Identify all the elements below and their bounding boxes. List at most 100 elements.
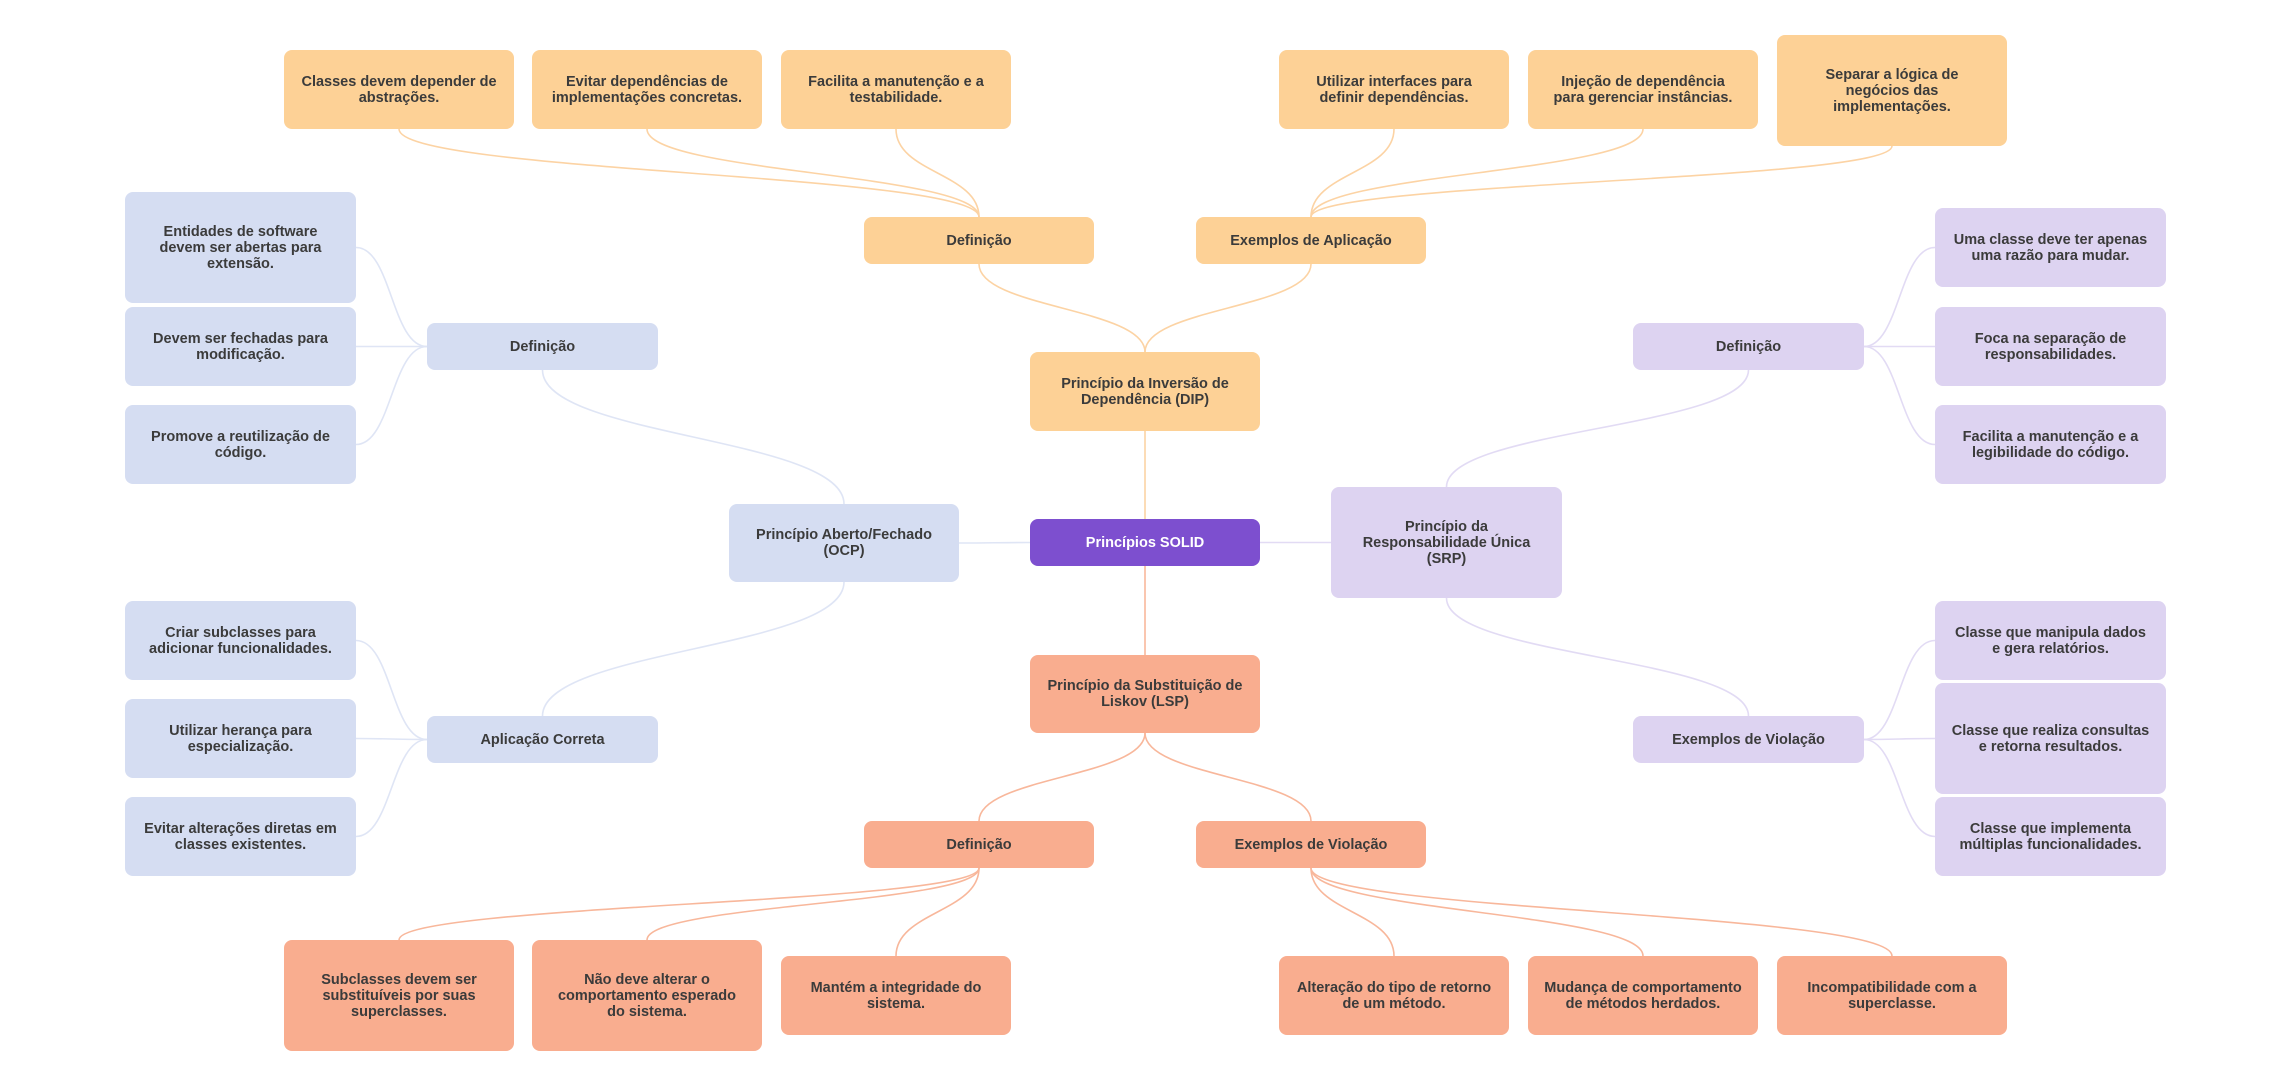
leaf-text: Classe que manipula dados e gera relatór… [1955,624,2146,657]
connector-dip-ex-to-dip-ex-0 [1310,128,1395,218]
leaf-text: Evitar alterações diretas em classes exi… [144,820,337,853]
root-node[interactable]: Princípios SOLID [1030,519,1260,566]
srp-exemplos-item[interactable]: Classe que implementa múltiplas funciona… [1935,797,2166,876]
leaf-text: Subclasses devem ser substituíveis por s… [321,971,477,1020]
leaf-text: Injeção de dependência para gerenciar in… [1553,73,1733,106]
connector-lsp-ex-to-lsp-ex-1 [1310,867,1644,957]
lsp-exemplos-item[interactable]: Mudança de comportamento de métodos herd… [1528,956,1758,1035]
ocp-definicao-item[interactable]: Entidades de software devem ser abertas … [125,192,356,303]
connector-dip-ex-to-dip-ex-1 [1310,128,1644,218]
dip-exemplos-item[interactable]: Utilizar interfaces para definir dependê… [1279,50,1509,129]
lsp-exemplos-node[interactable]: Exemplos de Violação [1196,821,1426,868]
ocp-definicao-node[interactable]: Definição [427,323,658,370]
srp-definicao-item[interactable]: Foca na separação de responsabilidades. [1935,307,2166,386]
lsp-definicao-item[interactable]: Mantém a integridade do sistema. [781,956,1011,1035]
dip-definicao-node[interactable]: Definição [864,217,1094,264]
connector-dip-def-to-dip-def-0 [398,128,980,218]
connector-lsp-ex-to-lsp-ex-2 [1310,867,1893,957]
lsp-node[interactable]: Princípio da Substituição de Liskov (LSP… [1030,655,1260,733]
connector-ocp-def-to-ocp-def-0 [355,246,428,348]
connector-srp-ex-to-srp-ex-1 [1863,737,1936,741]
dip-definicao-item[interactable]: Evitar dependências de implementações co… [532,50,762,129]
dip-definicao-label: Definição [946,232,1012,249]
ocp-aplicacao-node[interactable]: Aplicação Correta [427,716,658,763]
ocp-definicao-item[interactable]: Devem ser fechadas para modificação. [125,307,356,386]
connector-ocp-app-to-ocp-app-0 [355,639,428,741]
connector-srp-def-to-srp-def-0 [1863,246,1936,348]
lsp-exemplos-item[interactable]: Alteração do tipo de retorno de um métod… [1279,956,1509,1035]
leaf-text: Separar a lógica de negócios das impleme… [1825,66,1959,115]
srp-exemplos-item[interactable]: Classe que realiza consultas e retorna r… [1935,683,2166,794]
leaf-text: Utilizar herança para especialização. [169,722,312,755]
connector-lsp-def-to-lsp-def-2 [895,867,980,957]
ocp-aplicacao-item[interactable]: Criar subclasses para adicionar funciona… [125,601,356,680]
root-label: Princípios SOLID [1085,534,1205,551]
leaf-text: Facilita a manutenção e a testabilidade. [808,73,984,106]
connector-srp-to-srp-ex [1445,597,1750,717]
connector-root-to-ocp [958,541,1031,544]
connector-dip-def-to-dip-def-2 [895,128,980,218]
leaf-text: Mantém a integridade do sistema. [810,979,982,1012]
leaf-text: Alteração do tipo de retorno de um métod… [1296,979,1492,1012]
leaf-text: Classe que realiza consultas e retorna r… [1951,722,2150,755]
lsp-exemplos-label: Exemplos de Violação [1234,836,1388,853]
ocp-aplicacao-label: Aplicação Correta [480,731,605,748]
leaf-text: Não deve alterar o comportamento esperad… [557,971,737,1020]
dip-exemplos-item[interactable]: Injeção de dependência para gerenciar in… [1528,50,1758,129]
connector-ocp-to-ocp-app [541,581,845,717]
leaf-text: Foca na separação de responsabilidades. [1974,330,2127,363]
connector-lsp-to-lsp-def [978,732,1146,822]
srp-label: Princípio da Responsabilidade Única (SRP… [1362,518,1531,567]
lsp-definicao-label: Definição [946,836,1012,853]
dip-definicao-item[interactable]: Classes devem depender de abstrações. [284,50,514,129]
leaf-text: Criar subclasses para adicionar funciona… [149,624,332,657]
leaf-text: Uma classe deve ter apenas uma razão par… [1953,231,2148,264]
srp-definicao-label: Definição [1715,338,1782,355]
ocp-definicao-label: Definição [509,338,576,355]
connector-dip-to-dip-def [978,263,1146,353]
dip-exemplos-item[interactable]: Separar a lógica de negócios das impleme… [1777,35,2007,146]
lsp-definicao-item[interactable]: Não deve alterar o comportamento esperad… [532,940,762,1051]
srp-definicao-item[interactable]: Uma classe deve ter apenas uma razão par… [1935,208,2166,287]
connector-lsp-def-to-lsp-def-1 [646,867,980,941]
lsp-label: Princípio da Substituição de Liskov (LSP… [1047,678,1243,710]
leaf-text: Classe que implementa múltiplas funciona… [1959,820,2142,853]
connector-ocp-to-ocp-def [541,369,845,505]
connector-dip-ex-to-dip-ex-2 [1310,145,1893,218]
leaf-text: Utilizar interfaces para definir dependê… [1316,73,1472,106]
ocp-aplicacao-item[interactable]: Utilizar herança para especialização. [125,699,356,778]
connector-dip-def-to-dip-def-1 [646,128,980,218]
connector-lsp-to-lsp-ex [1144,732,1312,822]
connector-ocp-app-to-ocp-app-2 [355,738,428,838]
ocp-aplicacao-item[interactable]: Evitar alterações diretas em classes exi… [125,797,356,876]
leaf-text: Entidades de software devem ser abertas … [159,223,322,272]
connector-lsp-def-to-lsp-def-0 [398,867,980,941]
leaf-text: Facilita a manutenção e a legibilidade d… [1962,428,2139,461]
srp-exemplos-item[interactable]: Classe que manipula dados e gera relatór… [1935,601,2166,680]
srp-exemplos-node[interactable]: Exemplos de Violação [1633,716,1864,763]
leaf-text: Evitar dependências de implementações co… [551,73,743,106]
dip-label: Princípio da Inversão de Dependência (DI… [1061,375,1229,408]
dip-exemplos-node[interactable]: Exemplos de Aplicação [1196,217,1426,264]
lsp-exemplos-item[interactable]: Incompatibilidade com a superclasse. [1777,956,2007,1035]
lsp-definicao-item[interactable]: Subclasses devem ser substituíveis por s… [284,940,514,1051]
lsp-definicao-node[interactable]: Definição [864,821,1094,868]
leaf-text: Devem ser fechadas para modificação. [153,330,328,363]
leaf-text: Promove a reutilização de código. [151,428,330,461]
dip-exemplos-label: Exemplos de Aplicação [1230,232,1392,249]
srp-node[interactable]: Princípio da Responsabilidade Única (SRP… [1331,487,1562,598]
dip-node[interactable]: Princípio da Inversão de Dependência (DI… [1030,352,1260,431]
ocp-definicao-item[interactable]: Promove a reutilização de código. [125,405,356,484]
srp-definicao-node[interactable]: Definição [1633,323,1864,370]
leaf-text: Mudança de comportamento de métodos herd… [1544,979,1742,1012]
leaf-text: Incompatibilidade com a superclasse. [1807,979,1977,1012]
connector-lsp-ex-to-lsp-ex-0 [1310,867,1395,957]
srp-exemplos-label: Exemplos de Violação [1672,731,1825,748]
dip-definicao-item[interactable]: Facilita a manutenção e a testabilidade. [781,50,1011,129]
srp-definicao-item[interactable]: Facilita a manutenção e a legibilidade d… [1935,405,2166,484]
connector-srp-to-srp-def [1445,369,1750,488]
ocp-node[interactable]: Princípio Aberto/Fechado (OCP) [729,504,959,582]
connector-ocp-app-to-ocp-app-1 [355,737,428,741]
connector-srp-ex-to-srp-ex-0 [1863,639,1936,741]
ocp-label: Princípio Aberto/Fechado (OCP) [756,527,932,559]
